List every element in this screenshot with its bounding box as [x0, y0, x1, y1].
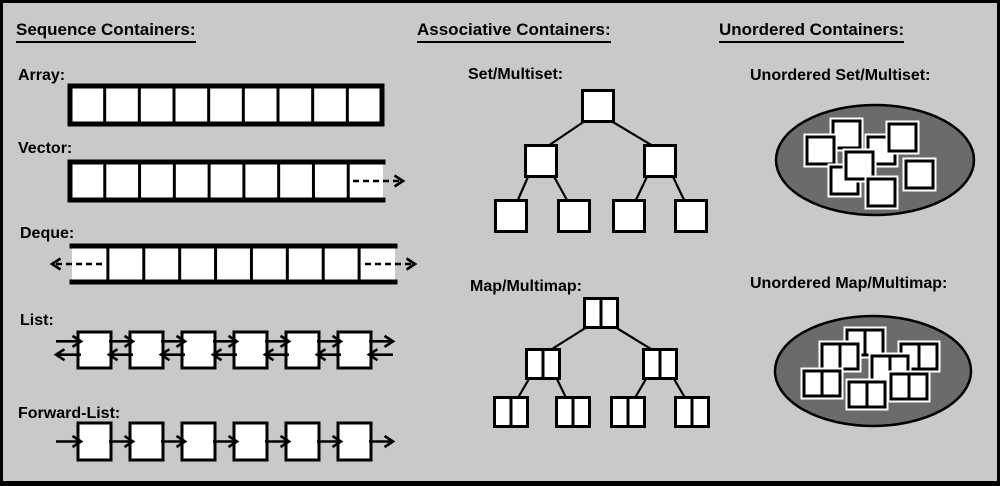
- deque-diagram: [49, 243, 418, 285]
- header-unordered-containers: Unordered Containers:: [719, 20, 905, 43]
- label-deque: Deque:: [20, 225, 75, 242]
- link-left-arrow-head-icon: [210, 348, 223, 362]
- link-right-arrow-head-icon: [123, 334, 136, 348]
- cells-background: [72, 246, 395, 282]
- grow-right-arrow-head-icon: [393, 174, 406, 188]
- link-right-arrow-head-icon: [279, 334, 292, 348]
- link-left-arrow-head-icon: [366, 348, 379, 362]
- header-sequence-containers: Sequence Containers:: [16, 20, 196, 43]
- forward-list-diagram: [56, 421, 396, 462]
- node-box: [180, 330, 217, 370]
- grow-right-arrow-head-icon: [405, 257, 418, 271]
- link-left-arrow-head-icon: [53, 348, 66, 362]
- vector-diagram: [67, 159, 406, 203]
- label-forward-list: Forward-List:: [18, 405, 121, 422]
- element-box: [844, 150, 875, 181]
- label-array: Array:: [18, 67, 66, 84]
- label-unordered-set-multiset: Unordered Set/Multiset:: [750, 67, 931, 84]
- tree-edge: [516, 175, 530, 202]
- link-right-arrow-head-icon: [71, 334, 84, 348]
- grow-left-arrow-head-icon: [49, 257, 62, 271]
- link-right-arrow-head-icon: [383, 334, 396, 348]
- node-box: [674, 199, 708, 233]
- node-box: [284, 330, 321, 370]
- label-map-multimap: Map/Multimap:: [470, 278, 582, 295]
- link-arrow-head-icon: [279, 434, 292, 449]
- label-unordered-map-multimap: Unordered Map/Multimap:: [750, 275, 948, 292]
- node-box: [128, 330, 165, 370]
- node-box: [232, 330, 269, 370]
- header-associative-containers: Associative Containers:: [417, 20, 611, 43]
- node-box: [494, 199, 528, 233]
- tree-edge: [555, 377, 568, 399]
- tree-edge: [672, 376, 687, 400]
- label-set-multiset: Set/Multiset:: [468, 66, 564, 83]
- node-box: [643, 144, 677, 178]
- link-left-arrow-head-icon: [106, 348, 119, 362]
- unordered-set-multiset-diagram: [774, 103, 976, 217]
- set-multiset-diagram: [494, 89, 708, 233]
- label-list: List:: [20, 312, 54, 329]
- node-box: [612, 199, 646, 233]
- link-arrow-head-icon: [123, 434, 136, 449]
- unordered-map-multimap-diagram: [773, 314, 973, 428]
- tree-edge: [552, 174, 569, 203]
- link-arrow-head-icon: [175, 434, 188, 449]
- link-right-arrow-head-icon: [175, 334, 188, 348]
- link-arrow-head-icon: [331, 434, 344, 449]
- map-multimap-diagram: [493, 297, 710, 428]
- tree-edge: [516, 376, 531, 400]
- link-right-arrow-head-icon: [331, 334, 344, 348]
- tree-edge: [546, 119, 587, 148]
- element-box: [805, 135, 836, 166]
- cells-background: [70, 162, 383, 200]
- link-right-arrow-head-icon: [227, 334, 240, 348]
- link-arrow-head-icon: [383, 434, 396, 449]
- element-box: [866, 177, 897, 208]
- tree-edge: [613, 325, 654, 352]
- link-left-arrow-head-icon: [262, 348, 275, 362]
- list-diagram: [53, 330, 396, 370]
- link-arrow-head-icon: [227, 434, 240, 449]
- element-box: [904, 159, 935, 190]
- label-vector: Vector:: [18, 140, 73, 157]
- array-diagram: [67, 83, 385, 127]
- node-box: [76, 330, 113, 370]
- node-box: [524, 144, 558, 178]
- tree-edge: [634, 175, 649, 202]
- element-box: [887, 122, 918, 153]
- node-box: [336, 330, 373, 370]
- cells-background: [70, 86, 382, 124]
- link-left-arrow-head-icon: [158, 348, 171, 362]
- tree-edge: [633, 376, 648, 400]
- tree-edge: [609, 119, 655, 148]
- tree-edge: [671, 175, 686, 202]
- tree-edge: [549, 325, 589, 352]
- link-arrow-head-icon: [71, 434, 84, 449]
- link-left-arrow-head-icon: [314, 348, 327, 362]
- node-box: [557, 199, 591, 233]
- node-box: [581, 89, 615, 123]
